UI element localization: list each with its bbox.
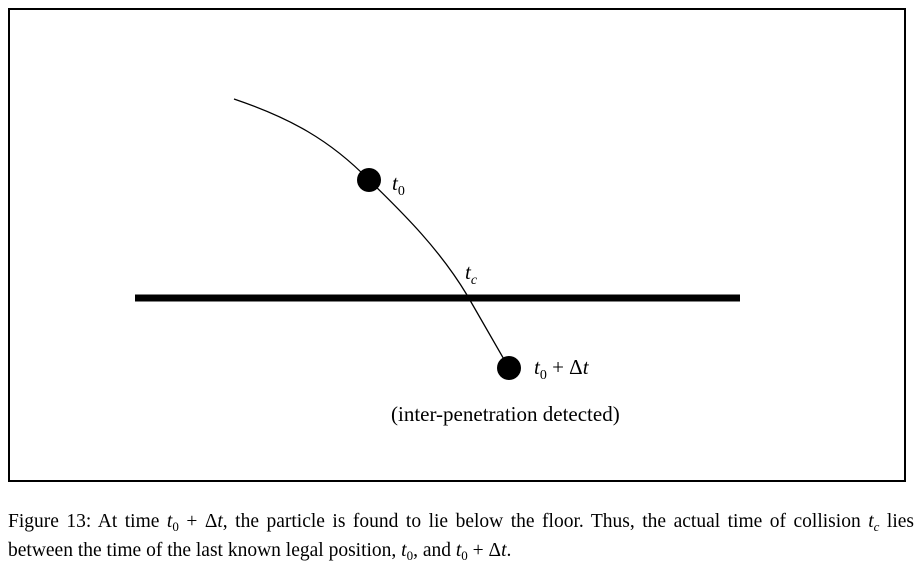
label-t0: t0 [392, 171, 405, 199]
figure-caption: Figure 13: At time t0 + Δt, the particle… [8, 508, 914, 566]
label-t0-dt-var2: t [582, 355, 589, 379]
caption-sub-2: 0 [406, 548, 414, 563]
caption-var-1: t [166, 511, 173, 532]
particle-at-t0-plus-dt [497, 356, 521, 380]
caption-part4: , and [413, 540, 456, 561]
caption-var-2: t [217, 511, 223, 532]
label-tc-sub: c [470, 273, 478, 288]
particle-at-t0 [357, 168, 381, 192]
label-t0-dt-sub: 0 [539, 368, 547, 383]
caption-sub-3: 0 [461, 548, 468, 563]
label-tc: tc [465, 260, 477, 288]
label-t0-dt-var: t [534, 355, 540, 379]
label-interpenetration: (inter-penetration detected) [391, 404, 620, 425]
caption-part2: , the particle is found to lie below the… [222, 511, 869, 532]
caption-var-5: t [455, 540, 462, 561]
label-note-text: (inter-penetration detected) [391, 402, 620, 426]
caption-suffix: . [506, 540, 512, 561]
caption-prefix: Figure 13: At time [8, 511, 167, 532]
caption-sub-1: 0 [172, 519, 179, 534]
figure-frame [8, 8, 906, 482]
caption-var-6: t [501, 540, 507, 561]
caption-op-2: + Δ [467, 540, 502, 561]
label-t0-var: t [392, 171, 398, 195]
label-t0-dt-op: + Δ [546, 355, 583, 379]
label-t0-sub: 0 [397, 184, 405, 199]
caption-var-4: t [401, 540, 407, 561]
caption-sub-c: c [873, 519, 880, 534]
caption-var-3: t [868, 511, 874, 532]
label-t0-plus-dt: t0 + Δt [534, 355, 589, 383]
diagram [135, 98, 740, 380]
caption-op-1: + Δ [178, 511, 218, 532]
label-tc-var: t [465, 260, 471, 284]
caption-part3: lies between the time of the last known … [8, 511, 914, 561]
particle-trajectory [233, 98, 510, 369]
